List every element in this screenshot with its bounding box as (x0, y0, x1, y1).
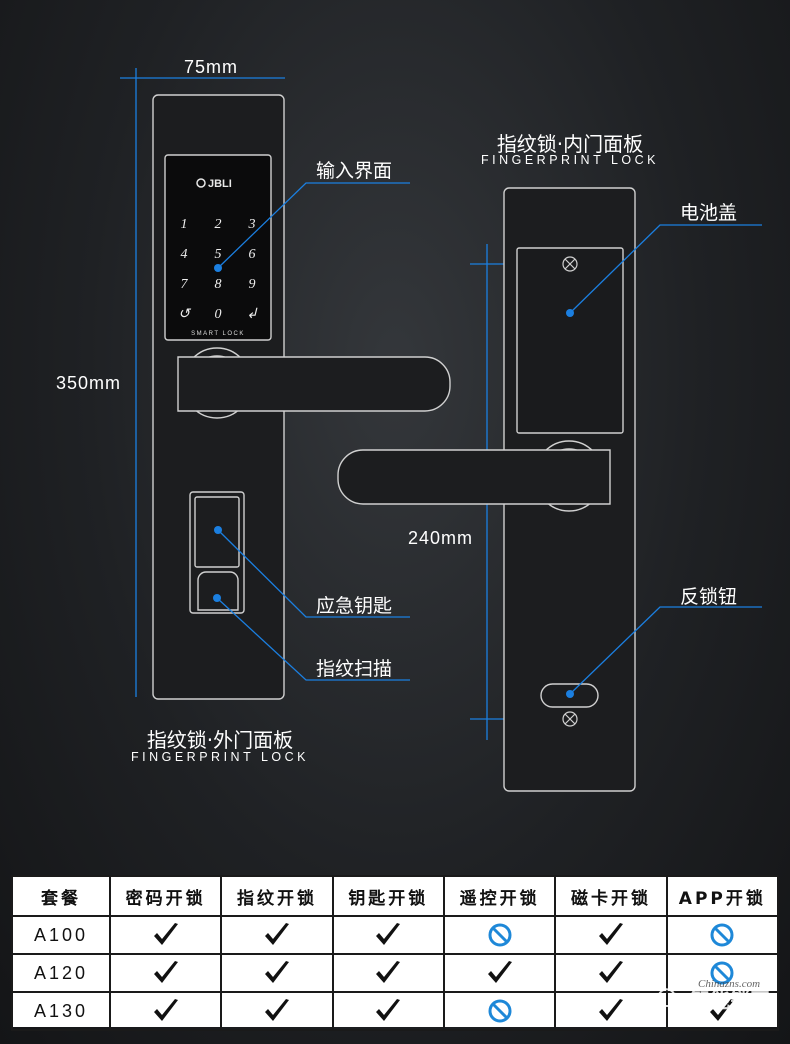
callout-fingerprint: 指纹扫描 (316, 658, 393, 680)
feature-cell (331, 953, 445, 993)
keypad-key: ↺ (178, 307, 192, 322)
callout-dots (213, 264, 574, 698)
check-icon (153, 961, 178, 983)
callout-deadbolt: 反锁钮 (680, 586, 738, 608)
inner-caption-en: FINGERPRINT LOCK (480, 153, 659, 167)
table-row: A100 (11, 915, 780, 955)
table-header-cell: 密码开锁 (108, 875, 223, 917)
watermark: Chinazns.com 智能锁网 (652, 978, 770, 1013)
feature-cell (331, 991, 445, 1031)
feature-cell (220, 991, 334, 1031)
cloud-logo-icon (653, 987, 682, 1007)
check-icon (598, 999, 623, 1021)
table-header-cell: 钥匙开锁 (331, 875, 445, 917)
prohibited-icon (710, 961, 734, 985)
model-cell: A100 (11, 915, 111, 955)
check-icon (487, 961, 512, 983)
table-header-cell: 磁卡开锁 (554, 875, 668, 917)
feature-cell (442, 991, 557, 1031)
table-header-cell: 指纹开锁 (220, 875, 334, 917)
keypad-key: 9 (249, 277, 256, 292)
keypad-key: 4 (181, 247, 188, 262)
watermark-cn: 智能锁网 (690, 988, 770, 1012)
outer-panel-logo: JBLI (196, 178, 232, 190)
keypad-key: 1 (181, 217, 188, 232)
check-icon (264, 999, 289, 1021)
check-icon (710, 999, 735, 1021)
feature-cell (665, 915, 780, 955)
keypad-key: 2 (215, 217, 222, 232)
keypad-key: 8 (215, 277, 222, 292)
model-cell: A120 (11, 953, 111, 993)
brand-logo-text: JBLI (208, 178, 232, 190)
table-row: A130 (11, 991, 780, 1031)
callout-lines (216, 182, 762, 695)
keypad-key: 6 (249, 247, 256, 262)
feature-cell (108, 991, 223, 1031)
check-icon (264, 961, 289, 983)
check-icon (153, 923, 178, 945)
table-row: A120 (11, 953, 780, 993)
outer-caption-en: FINGERPRINT LOCK (130, 750, 309, 764)
prohibited-icon (710, 923, 734, 947)
screw-icon (562, 711, 578, 727)
table-header-cell: 套餐 (11, 875, 111, 917)
feature-cell (554, 953, 668, 993)
table-header-cell: APP开锁 (665, 875, 780, 917)
table-header-cell: 遥控开锁 (442, 875, 557, 917)
keypad-key: 3 (248, 217, 256, 232)
feature-cell (220, 915, 334, 955)
keypad-key: 7 (181, 277, 189, 292)
watermark-en: Chinazns.com (698, 978, 761, 990)
feature-cell (665, 991, 780, 1031)
keypad-key: ↲ (246, 307, 258, 322)
keypad-key: 5 (215, 247, 222, 262)
callout-battery: 电池盖 (680, 202, 738, 224)
product-diagram: JBLI 1 2 3 4 5 6 7 8 9 ↺ 0 ↲ SMART LOCK (120, 68, 762, 792)
feature-cell (554, 991, 668, 1031)
check-icon (264, 923, 289, 945)
prohibited-icon (488, 923, 512, 947)
feature-cell (665, 953, 780, 993)
feature-cell (220, 953, 334, 993)
outer-panel (152, 94, 451, 700)
model-cell: A130 (11, 991, 111, 1031)
outer-caption-cn: 指纹锁·外门面板 (146, 728, 294, 752)
feature-cell (108, 953, 223, 993)
keypad: 1 2 3 4 5 6 7 8 9 ↺ 0 ↲ (178, 217, 258, 322)
feature-cell (331, 915, 445, 955)
feature-cell (442, 953, 557, 993)
inner-panel (337, 187, 636, 792)
height-dimension: 350mm (56, 373, 122, 393)
check-icon (598, 961, 623, 983)
width-dimension: 75mm (184, 57, 239, 77)
keypad-footer: SMART LOCK (191, 331, 245, 337)
callout-input: 输入界面 (316, 160, 393, 182)
feature-cell (108, 915, 223, 955)
check-icon (598, 923, 623, 945)
check-icon (376, 961, 401, 983)
check-icon (153, 999, 178, 1021)
prohibited-icon (488, 999, 512, 1023)
inner-height-dimension: 240mm (408, 528, 474, 548)
callout-emergency-key: 应急钥匙 (316, 595, 393, 617)
feature-cell (442, 915, 557, 955)
check-icon (376, 999, 401, 1021)
screw-icon (562, 256, 578, 272)
check-icon (376, 923, 401, 945)
feature-cell (554, 915, 668, 955)
inner-caption-cn: 指纹锁·内门面板 (496, 132, 644, 156)
keypad-key: 0 (215, 307, 222, 322)
